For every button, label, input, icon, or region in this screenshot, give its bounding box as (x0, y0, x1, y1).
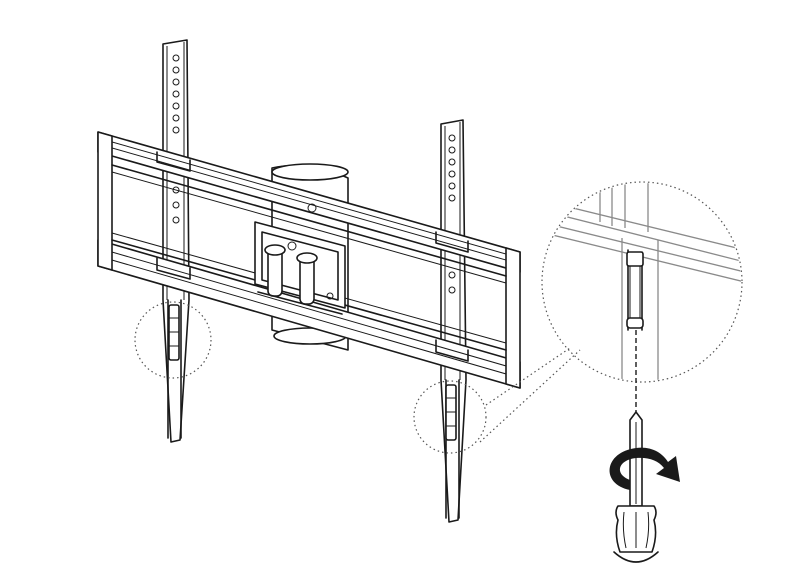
right-vertical-mounting-arm (440, 119, 467, 523)
left-vertical-mounting-arm (162, 39, 190, 443)
wall-bracket-frame (97, 131, 521, 389)
detail-zoom-circle (541, 181, 743, 383)
right-arm-slots (448, 134, 456, 294)
rotation-arrow-icon (609, 447, 680, 490)
left-arm-slots (172, 54, 180, 224)
locking-screw-callout-right (413, 380, 487, 454)
screwdriver (613, 330, 659, 563)
tilt-mechanism (254, 221, 346, 315)
locking-screw-callout-left (134, 301, 212, 379)
zoom-connector (479, 347, 581, 443)
